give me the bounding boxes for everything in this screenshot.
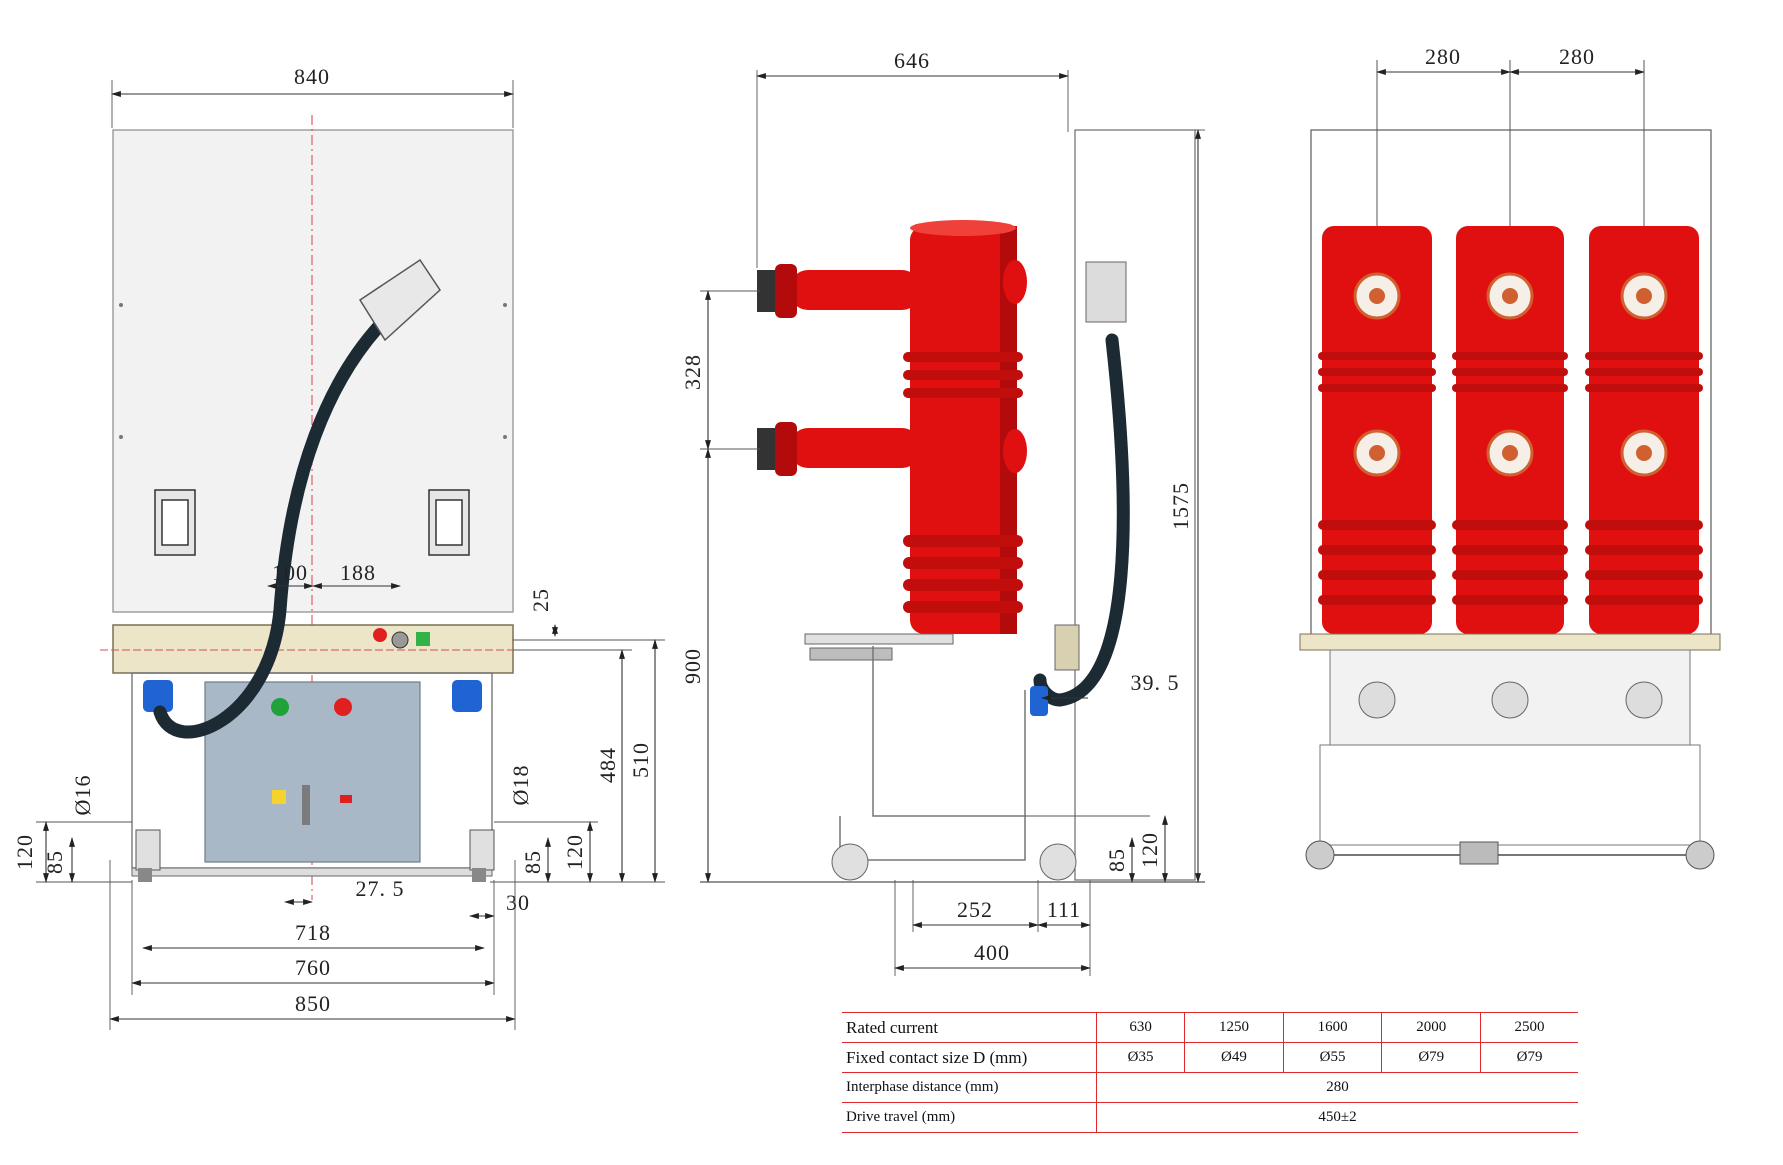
pole-2 — [1452, 226, 1568, 634]
side-view-dimensions: 646 328 900 1575 39. 5 85 120 252 111 40… — [680, 48, 1205, 976]
table-row-interphase: Interphase distance (mm) 280 — [842, 1072, 1578, 1103]
dim-510: 510 — [628, 742, 653, 778]
row-label: Fixed contact size D (mm) — [842, 1042, 1097, 1073]
table-row-contact-size: Fixed contact size D (mm) Ø35 Ø49 Ø55 Ø7… — [842, 1042, 1578, 1073]
front-view-dimensions: 840 100 188 25 510 484 Ø18 Ø16 120 85 85 — [12, 64, 665, 1030]
side-view — [700, 129, 1205, 883]
table-cell: 450±2 — [1096, 1102, 1578, 1133]
panel-handle-right — [428, 489, 470, 556]
dim-900: 900 — [680, 648, 705, 684]
table-row-rated-current: Rated current 630 1250 1600 2000 2500 — [842, 1012, 1578, 1043]
front-view — [100, 115, 525, 900]
table-cell: 2500 — [1480, 1012, 1578, 1043]
dim-760: 760 — [295, 955, 331, 980]
dim-484: 484 — [595, 747, 620, 783]
dim-25: 25 — [528, 588, 553, 612]
dim-188: 188 — [340, 560, 376, 585]
dim-1575: 1575 — [1168, 482, 1193, 530]
table-cell: 1250 — [1184, 1012, 1284, 1043]
pole-1 — [1318, 226, 1436, 634]
dim-phi18: Ø18 — [508, 765, 533, 806]
dim-120-left: 120 — [12, 834, 37, 870]
table-cell: Ø79 — [1381, 1042, 1482, 1073]
dim-646: 646 — [894, 48, 930, 73]
dim-718: 718 — [295, 920, 331, 945]
dim-39-5: 39. 5 — [1131, 670, 1180, 695]
dim-85-side: 85 — [1104, 848, 1129, 872]
dim-111: 111 — [1047, 897, 1081, 922]
rear-view — [1299, 60, 1721, 870]
dim-252: 252 — [957, 897, 993, 922]
dim-27-5: 27. 5 — [356, 876, 405, 901]
table-cell: Ø79 — [1480, 1042, 1578, 1073]
table-cell: 280 — [1096, 1072, 1578, 1103]
dim-100: 100 — [272, 560, 308, 585]
rear-view-dimensions: 280 280 — [1376, 44, 1645, 75]
dim-840: 840 — [294, 64, 330, 89]
dim-400: 400 — [974, 940, 1010, 965]
panel-handle-left — [154, 489, 196, 556]
row-label: Drive travel (mm) — [842, 1102, 1097, 1133]
dim-120-side: 120 — [1137, 832, 1162, 868]
row-label: Interphase distance (mm) — [842, 1072, 1097, 1103]
spec-table: Rated current 630 1250 1600 2000 2500 Fi… — [842, 1012, 1578, 1133]
dim-280-left: 280 — [1425, 44, 1461, 69]
dim-30: 30 — [506, 890, 530, 915]
pole-3 — [1585, 226, 1703, 634]
table-cell: 630 — [1096, 1012, 1186, 1043]
table-cell: Ø49 — [1184, 1042, 1284, 1073]
table-row-drive-travel: Drive travel (mm) 450±2 — [842, 1102, 1578, 1133]
table-cell: 1600 — [1283, 1012, 1383, 1043]
dim-120-right: 120 — [562, 834, 587, 870]
table-cell: Ø55 — [1283, 1042, 1383, 1073]
dim-328: 328 — [680, 354, 705, 390]
table-cell: 2000 — [1381, 1012, 1482, 1043]
dim-phi16: Ø16 — [70, 775, 95, 816]
cable-plug — [358, 258, 441, 342]
dim-85-left: 85 — [42, 850, 67, 874]
table-cell: Ø35 — [1096, 1042, 1186, 1073]
dim-280-right: 280 — [1559, 44, 1595, 69]
row-label: Rated current — [842, 1012, 1097, 1043]
dim-85-right: 85 — [520, 850, 545, 874]
dim-850: 850 — [295, 991, 331, 1016]
